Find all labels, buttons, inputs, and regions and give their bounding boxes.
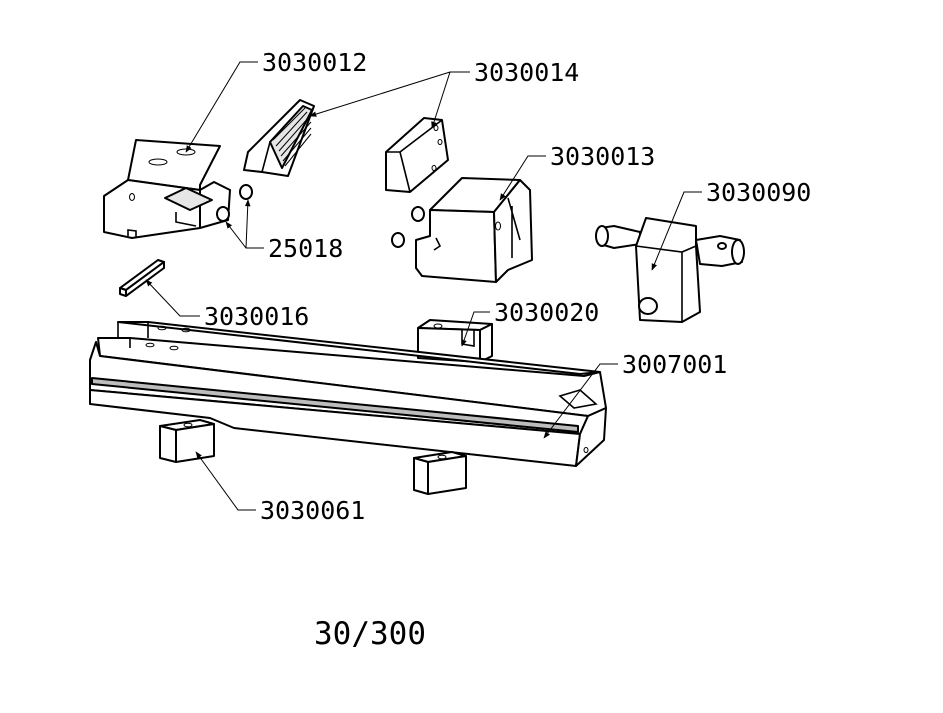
diagram-title: 30/300: [314, 616, 426, 652]
label-25018: 25018: [268, 234, 343, 263]
part-3030012-jaw-block: [103, 139, 231, 239]
label-3030016: 3030016: [204, 302, 309, 331]
part-3030061-base-block-left: [159, 419, 215, 463]
part-3007001-main-rail: [89, 321, 607, 467]
part-3030016-key-bar: [119, 259, 165, 297]
label-3007001: 3007001: [622, 350, 727, 379]
part-3030090-stop-assembly: [595, 217, 745, 323]
leader-lines: [145, 61, 702, 511]
part-25018-pins: [216, 184, 253, 222]
label-3030012: 3030012: [262, 48, 367, 77]
label-3030013: 3030013: [550, 142, 655, 171]
part-labels: 3030012 3030014 3030013 3030090 25018 30…: [204, 48, 811, 525]
label-3030090: 3030090: [706, 178, 811, 207]
part-3030061-base-block-right: [413, 451, 467, 495]
part-3030014-insert-left: [243, 99, 315, 177]
label-3030020: 3030020: [494, 298, 599, 327]
part-3030014-insert-right: [385, 117, 449, 193]
label-3030061: 3030061: [260, 496, 365, 525]
label-3030014: 3030014: [474, 58, 579, 87]
part-3030013-sliding-block: [391, 177, 533, 283]
